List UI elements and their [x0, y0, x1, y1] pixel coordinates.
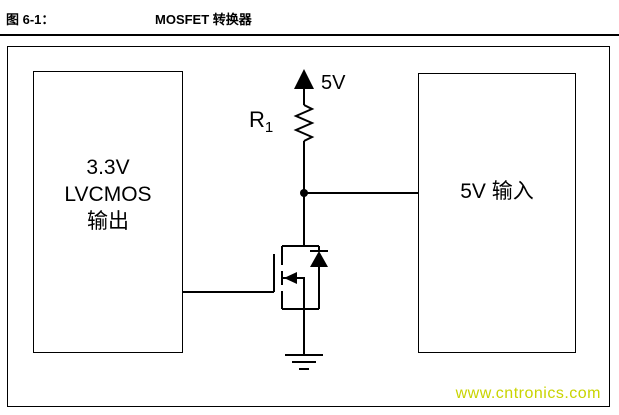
- lvcmos-output-label: 3.3V LVCMOS 输出: [64, 154, 151, 235]
- diagram-frame: 3.3V LVCMOS 输出 5V 输入 5V R1: [7, 46, 610, 407]
- mosfet-symbol: [183, 245, 328, 310]
- supply-arrow-icon: 5V: [294, 69, 346, 105]
- figure-caption: 图 6-1： MOSFET 转换器: [0, 0, 619, 28]
- figure-number: 图 6-1：: [6, 12, 55, 27]
- supply-arrow-head: [294, 69, 314, 89]
- mosfet-body-lead: [282, 277, 305, 309]
- supply-voltage-label: 5V: [321, 72, 346, 94]
- lvcmos-output-box: 3.3V LVCMOS 输出: [33, 71, 183, 353]
- resistor-letter: R: [249, 107, 265, 132]
- resistor-label: R1: [249, 107, 273, 136]
- body-diode-symbol: [310, 246, 328, 309]
- figure-title: MOSFET 转换器: [155, 12, 252, 27]
- diode-triangle: [310, 251, 328, 267]
- title-divider: [0, 34, 619, 36]
- 5v-input-label: 5V 输入: [460, 179, 534, 203]
- left-box-line2: LVCMOS: [64, 182, 152, 206]
- 5v-input-box: 5V 输入: [418, 73, 576, 353]
- ground-symbol: [285, 354, 323, 370]
- resistor-symbol: R1: [249, 104, 315, 142]
- mosfet-body-arrow-icon: [284, 272, 297, 284]
- left-box-line3: 输出: [86, 209, 129, 233]
- resistor-subscript: 1: [265, 119, 273, 136]
- junction-node-dot: [300, 189, 308, 197]
- watermark: www.cntronics.com: [455, 385, 601, 402]
- resistor-zigzag: [293, 104, 315, 142]
- left-box-line1: 3.3V: [86, 155, 130, 179]
